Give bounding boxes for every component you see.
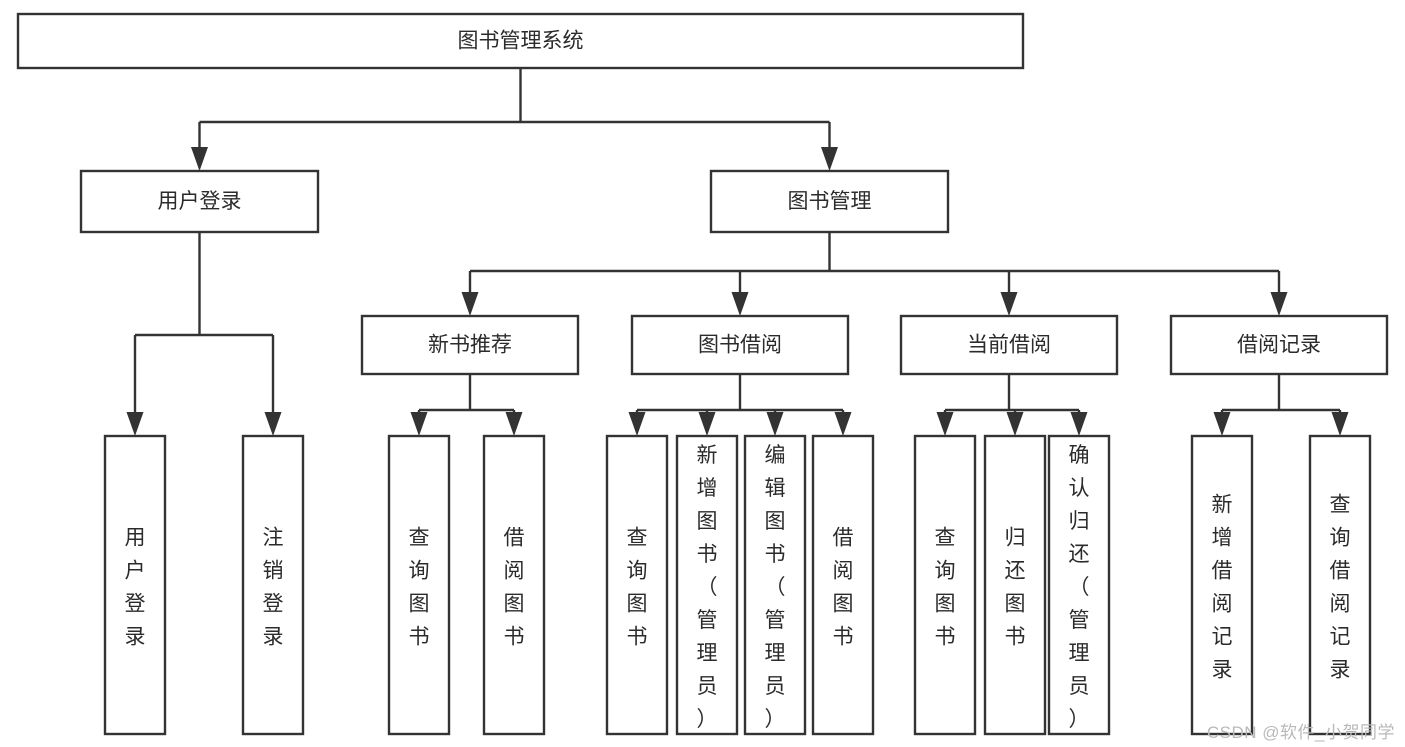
- node-label: 查询借阅记录: [1330, 494, 1351, 682]
- node-box[interactable]: [360, 314, 580, 376]
- node-box[interactable]: [630, 314, 850, 376]
- node-label: 查询图书: [409, 527, 430, 649]
- node-leaf-edit-book[interactable]: 编辑图书（管理员）: [743, 434, 807, 736]
- node-label: 图书管理: [788, 190, 872, 213]
- node-box[interactable]: [482, 434, 546, 736]
- connector-group-borrow-record: [1213, 374, 1349, 436]
- node-box[interactable]: [811, 434, 875, 736]
- node-label: 借阅图书: [833, 527, 854, 649]
- node-box[interactable]: [241, 434, 305, 736]
- node-book-manage[interactable]: 图书管理: [709, 169, 950, 234]
- node-leaf-query-record[interactable]: 查询借阅记录: [1308, 434, 1372, 736]
- node-box[interactable]: [675, 434, 739, 736]
- node-label: 新书推荐: [428, 334, 512, 357]
- arrow-head-icon: [191, 147, 208, 171]
- node-leaf-add-record[interactable]: 新增借阅记录: [1190, 434, 1254, 736]
- node-label: 用户登录: [125, 527, 146, 649]
- node-label: 当前借阅: [967, 334, 1051, 357]
- node-box[interactable]: [16, 12, 1025, 70]
- arrow-head-icon: [834, 412, 852, 436]
- node-label: 注销登录: [263, 527, 284, 649]
- node-root[interactable]: 图书管理系统: [16, 12, 1025, 70]
- node-label: 图书管理系统: [458, 30, 584, 53]
- node-current-borrow[interactable]: 当前借阅: [899, 314, 1119, 376]
- node-box[interactable]: [899, 314, 1119, 376]
- arrow-head-icon: [410, 412, 428, 436]
- connector-group-root: [191, 68, 838, 171]
- arrow-head-icon: [1213, 412, 1231, 436]
- connector-group-new-book-rec: [410, 374, 523, 436]
- node-box[interactable]: [983, 434, 1047, 736]
- node-box[interactable]: [1308, 434, 1372, 736]
- node-box[interactable]: [387, 434, 451, 736]
- arrow-head-icon: [698, 412, 716, 436]
- node-label: 用户登录: [158, 190, 242, 213]
- node-book-borrow[interactable]: 图书借阅: [630, 314, 850, 376]
- node-leaf-borrow-book-1[interactable]: 借阅图书: [482, 434, 546, 736]
- node-box[interactable]: [709, 169, 950, 234]
- arrow-head-icon: [1000, 292, 1018, 316]
- connector-group-book-manage: [461, 232, 1288, 316]
- node-label: 借阅记录: [1237, 334, 1321, 357]
- node-box[interactable]: [79, 169, 320, 234]
- arrow-head-icon: [821, 147, 838, 171]
- node-label: 编辑图书（管理员）: [765, 444, 786, 731]
- node-box[interactable]: [1169, 314, 1389, 376]
- csdn-watermark: CSDN @软件_小贺同学: [1206, 723, 1395, 742]
- node-label: 查询图书: [627, 527, 648, 649]
- node-label: 查询图书: [935, 527, 956, 649]
- connectors-layer: [126, 68, 1349, 436]
- node-borrow-record[interactable]: 借阅记录: [1169, 314, 1389, 376]
- node-label: 确认归还（管理员）: [1069, 444, 1090, 731]
- node-label: 借阅图书: [504, 527, 525, 649]
- node-box[interactable]: [913, 434, 977, 736]
- node-leaf-borrow-book-2[interactable]: 借阅图书: [811, 434, 875, 736]
- node-label: 新增图书（管理员）: [697, 444, 718, 731]
- arrow-head-icon: [1331, 412, 1349, 436]
- node-leaf-logout[interactable]: 注销登录: [241, 434, 305, 736]
- arrow-head-icon: [766, 412, 784, 436]
- node-box[interactable]: [743, 434, 807, 736]
- arrow-head-icon: [628, 412, 646, 436]
- connector-group-book-borrow: [628, 374, 852, 436]
- arrow-head-icon: [126, 412, 144, 436]
- arrow-head-icon: [731, 292, 749, 316]
- nodes-layer: 图书管理系统用户登录图书管理新书推荐图书借阅当前借阅借阅记录用户登录注销登录查询…: [16, 12, 1389, 736]
- node-leaf-add-book[interactable]: 新增图书（管理员）: [675, 434, 739, 736]
- node-leaf-return-book[interactable]: 归还图书: [983, 434, 1047, 736]
- arrow-head-icon: [1070, 412, 1088, 436]
- node-user-login[interactable]: 用户登录: [79, 169, 320, 234]
- node-box[interactable]: [1047, 434, 1111, 736]
- node-label: 图书借阅: [698, 334, 782, 357]
- node-box[interactable]: [1190, 434, 1254, 736]
- connector-group-current-borrow: [936, 374, 1088, 436]
- arrow-head-icon: [1270, 292, 1288, 316]
- node-label: 归还图书: [1005, 527, 1026, 649]
- arrow-head-icon: [461, 292, 479, 316]
- node-box[interactable]: [103, 434, 167, 736]
- node-new-book-rec[interactable]: 新书推荐: [360, 314, 580, 376]
- node-leaf-query-book-1[interactable]: 查询图书: [387, 434, 451, 736]
- arrow-head-icon: [936, 412, 954, 436]
- arrow-head-icon: [505, 412, 523, 436]
- node-label: 新增借阅记录: [1212, 494, 1233, 682]
- arrow-head-icon: [1006, 412, 1024, 436]
- node-box[interactable]: [605, 434, 669, 736]
- node-leaf-confirm-return[interactable]: 确认归还（管理员）: [1047, 434, 1111, 736]
- arrow-head-icon: [264, 412, 282, 436]
- node-leaf-user-login[interactable]: 用户登录: [103, 434, 167, 736]
- node-leaf-query-book-2[interactable]: 查询图书: [605, 434, 669, 736]
- node-leaf-query-book-3[interactable]: 查询图书: [913, 434, 977, 736]
- connector-group-user-login: [126, 232, 282, 436]
